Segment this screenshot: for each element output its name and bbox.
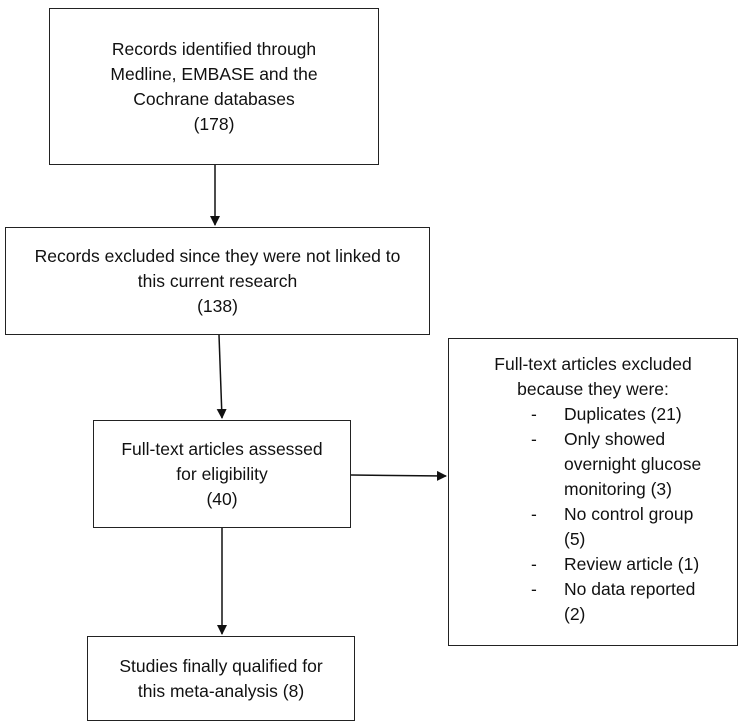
- box-text-line: Full-text articles assessed: [121, 438, 323, 459]
- box-text-line: for eligibility: [176, 463, 268, 484]
- box-count: (138): [197, 295, 238, 316]
- reason-text: Duplicates (21): [564, 404, 682, 424]
- reason-text: (2): [564, 604, 586, 624]
- reason-text: Review article (1): [564, 554, 700, 574]
- fulltext-excluded-box: Full-text articles excluded because they…: [448, 338, 738, 646]
- exclusion-reasons-list: - Duplicates (21) - Only showed overnigh…: [449, 402, 739, 627]
- excluded-heading: Full-text articles excluded because they…: [449, 352, 737, 402]
- list-item: - Review article (1): [449, 552, 739, 577]
- fulltext-assessed-box: Full-text articles assessed for eligibil…: [93, 420, 351, 528]
- bullet-dash: -: [531, 554, 537, 574]
- list-item: - Only showed overnight glucose monitori…: [449, 427, 739, 502]
- list-item: - No data reported (2): [449, 577, 739, 627]
- bullet-dash: -: [531, 579, 537, 599]
- reason-text: Only showed: [564, 429, 666, 449]
- box-text-line: Records identified through: [111, 38, 317, 59]
- records-identified-box: Records identified through Medline, EMBA…: [49, 8, 379, 165]
- arrow-excluded-to-assessed: [216, 334, 227, 419]
- box-text-line: this meta-analysis (8): [137, 680, 305, 701]
- reason-text: No control group: [564, 504, 694, 524]
- list-item: - No control group (5): [449, 502, 739, 552]
- bullet-dash: -: [531, 429, 537, 449]
- box-count: (178): [193, 113, 235, 134]
- reason-text: (5): [564, 529, 586, 549]
- list-item: - Duplicates (21): [449, 402, 739, 427]
- reason-text: monitoring (3): [564, 479, 672, 499]
- box-text-line: Records excluded since they were not lin…: [34, 245, 401, 266]
- reason-text: No data reported: [564, 579, 696, 599]
- arrow-assessed-to-excluded-fulltext: [350, 470, 447, 481]
- box-count: (40): [206, 488, 238, 509]
- bullet-dash: -: [531, 404, 537, 424]
- box-text-line: Cochrane databases: [133, 88, 295, 109]
- box-text-line: Studies finally qualified for: [119, 655, 323, 676]
- box-text-line: Full-text articles excluded: [494, 354, 692, 374]
- studies-included-box: Studies finally qualified for this meta-…: [87, 636, 355, 721]
- bullet-dash: -: [531, 504, 537, 524]
- reason-text: overnight glucose: [564, 454, 702, 474]
- box-text-line: Medline, EMBASE and the: [110, 63, 318, 84]
- box-text-line: because they were:: [517, 379, 669, 399]
- box-text-line: this current research: [137, 270, 298, 291]
- records-excluded-box: Records excluded since they were not lin…: [5, 227, 430, 335]
